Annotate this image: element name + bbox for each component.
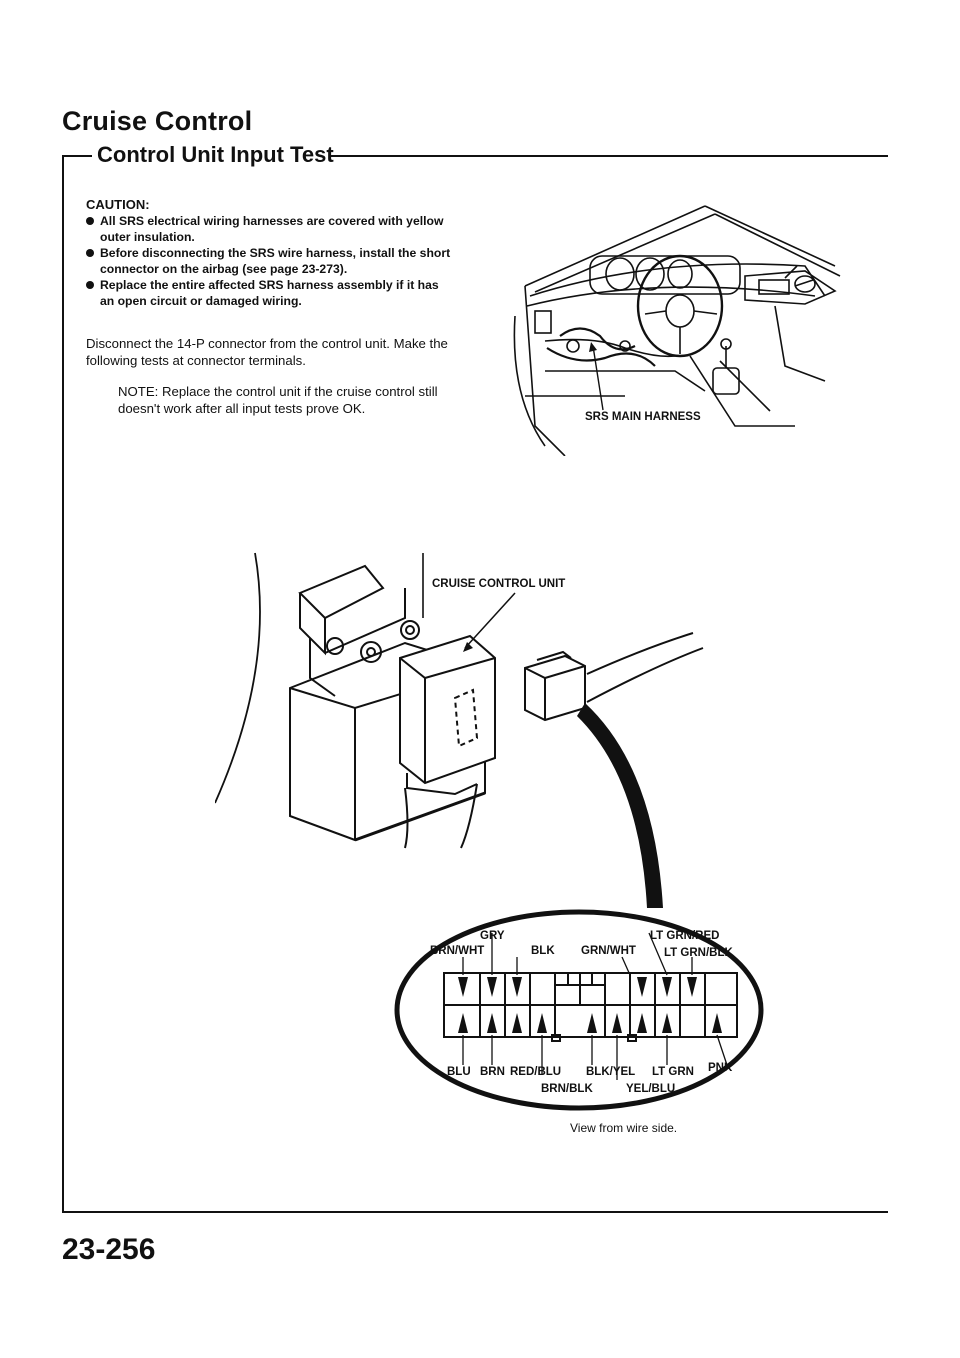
- page-title: Cruise Control: [62, 106, 253, 136]
- bullet-icon: [86, 217, 94, 225]
- connector-diagram: [394, 909, 764, 1111]
- section-title: Control Unit Input Test: [97, 142, 334, 167]
- wire-label-brn: BRN: [480, 1066, 505, 1078]
- instruction-note: NOTE: Replace the control unit if the cr…: [118, 384, 438, 416]
- wire-label-lt-grn-blk: LT GRN/BLK: [664, 947, 733, 959]
- caution-heading: CAUTION:: [86, 197, 150, 212]
- cruise-control-unit-label: CRUISE CONTROL UNIT: [432, 578, 566, 590]
- frame-bottom-border: [62, 1211, 888, 1213]
- wire-label-blu: BLU: [447, 1066, 471, 1078]
- wire-label-lt-grn-red: LT GRN/RED: [650, 930, 720, 942]
- srs-main-harness-label: SRS MAIN HARNESS: [585, 411, 701, 423]
- wire-label-brn-blk: BRN/BLK: [541, 1083, 593, 1095]
- wire-label-lt-grn: LT GRN: [652, 1066, 694, 1078]
- caution-item: All SRS electrical wiring harnesses are …: [86, 213, 456, 245]
- caution-item: Before disconnecting the SRS wire harnes…: [86, 245, 456, 277]
- connector-caption: View from wire side.: [570, 1121, 678, 1135]
- bullet-icon: [86, 281, 94, 289]
- section-rule-right: [330, 155, 888, 157]
- wire-label-red-blu: RED/BLU: [510, 1066, 562, 1078]
- caution-item: Replace the entire affected SRS harness …: [86, 277, 456, 309]
- bullet-icon: [86, 249, 94, 257]
- wire-label-yel-blu: YEL/BLU: [626, 1083, 676, 1095]
- page-number: 23-256: [62, 1233, 156, 1266]
- wire-label-gry: GRY: [480, 930, 505, 942]
- wire-label-grn-wht: GRN/WHT: [581, 945, 636, 957]
- frame-left-border: [62, 155, 64, 1213]
- cruise-control-unit-illustration: [215, 552, 704, 908]
- wire-label-blk-yel: BLK/YEL: [586, 1066, 636, 1078]
- wire-label-blk: BLK: [531, 945, 555, 957]
- section-rule-left-tick: [62, 155, 92, 157]
- wire-label-pnk: PNK: [708, 1062, 733, 1074]
- wire-label-brn-wht: BRN/WHT: [430, 945, 485, 957]
- instruction-paragraph: Disconnect the 14-P connector from the c…: [86, 336, 448, 368]
- dashboard-illustration: [513, 205, 841, 456]
